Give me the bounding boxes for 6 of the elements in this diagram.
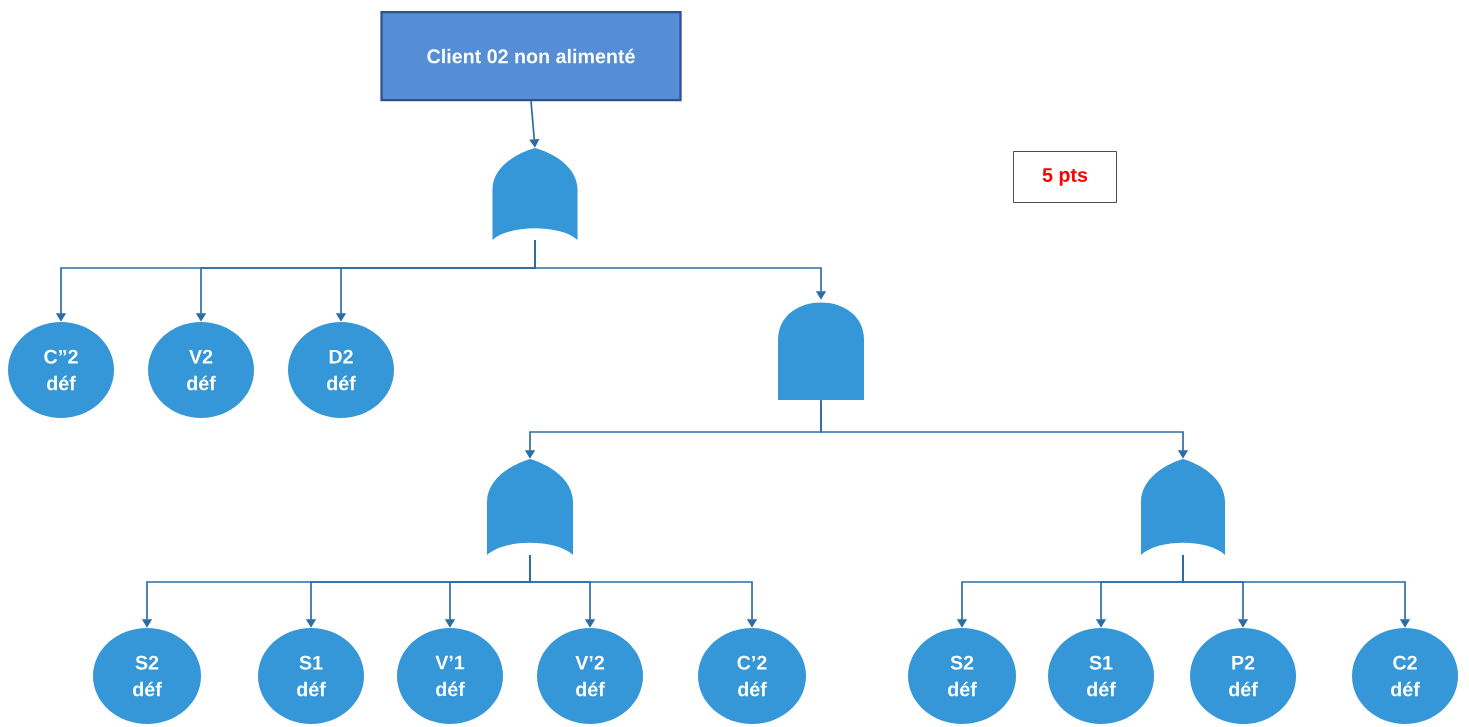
and-gate [778, 302, 864, 400]
event-box: Client 02 non alimenté [380, 10, 682, 102]
or-gate [492, 148, 578, 240]
score-box: 5 pts [1013, 151, 1117, 203]
or-gate [1141, 459, 1225, 555]
or-gate [487, 459, 573, 555]
